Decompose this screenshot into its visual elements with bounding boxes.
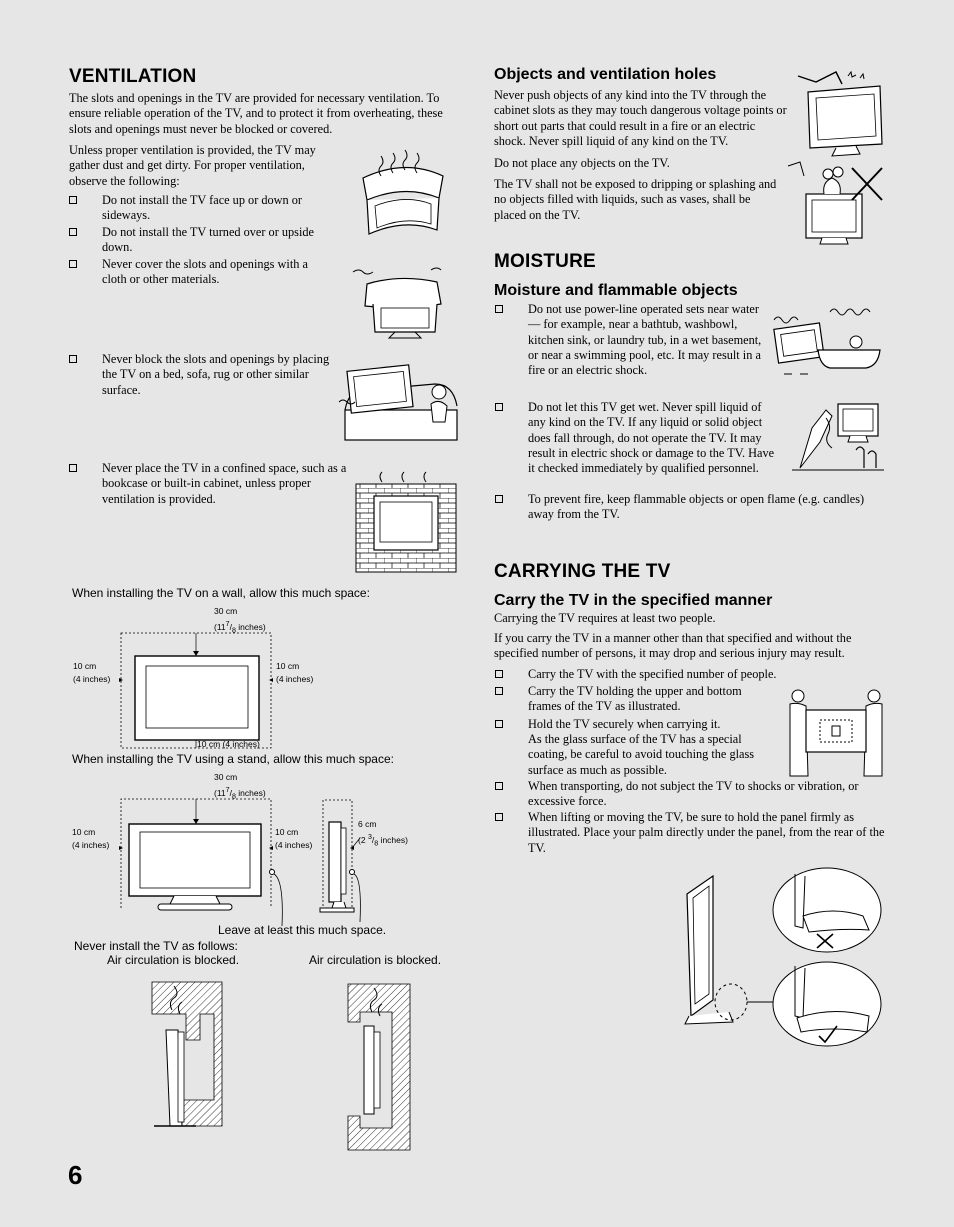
tv-objects-illustration [797,70,883,157]
stand-right-dimension: 10 cm (4 inches) [275,827,313,850]
carrying-heading: CARRYING THE TV [494,561,671,582]
checkbox-icon [69,196,77,204]
ventilation-intro-2: Unless proper ventilation is provided, t… [69,143,316,188]
checkbox-icon [495,782,503,790]
wall-left-dimension: 10 cm (4 inches) [73,661,111,684]
tv-covered-cloth-illustration [352,267,442,339]
stand-installation-caption: When installing the TV using a stand, al… [72,752,394,766]
checkbox-icon [495,403,503,411]
stand-left-dimension: 10 cm (4 inches) [72,827,110,850]
moisture-heading: MOISTURE [494,251,596,272]
air-blocked-right-caption: Air circulation is blocked. [309,953,442,967]
checkbox-icon [495,687,503,695]
tv-on-sofa-illustration [338,364,458,441]
tv-spill-illustration [792,403,884,471]
checkbox-icon [69,355,77,363]
panel-hold-illustration [684,867,882,1047]
checkbox-icon [69,228,77,236]
page-number: 6 [68,1160,83,1190]
objects-paragraph-3: The TV shall not be exposed to dripping … [494,177,777,222]
never-install-caption: Never install the TV as follows: [74,939,238,953]
wall-bottom-dimension: 10 cm (4 inches) [197,739,260,749]
carrying-paragraph-2: If you carry the TV in a manner other th… [494,631,852,661]
tv-in-cabinet-illustration [355,471,457,573]
checkbox-icon [495,813,503,821]
stand-side-diagram [319,799,361,923]
checkbox-icon [495,305,503,313]
checkbox-icon [495,495,503,503]
wall-installation-caption: When installing the TV on a wall, allow … [72,586,370,600]
blocked-installation-left-diagram [151,981,223,1127]
tv-face-up-illustration [362,149,444,235]
tv-vase-illustration [787,161,883,245]
checkbox-icon [495,670,503,678]
air-blocked-left-caption: Air circulation is blocked. [107,953,240,967]
checkbox-icon [69,464,77,472]
wall-right-dimension: 10 cm (4 inches) [276,661,314,684]
two-people-carrying-illustration [789,689,883,777]
ventilation-heading: VENTILATION [69,66,197,87]
objects-paragraph-1: Never push objects of any kind into the … [494,88,787,148]
stand-top-dimension: 30 cm (117/8 inches) [214,772,266,801]
tv-bathtub-illustration [773,308,881,375]
objects-heading: Objects and ventilation holes [494,66,717,83]
stand-spacing-diagram [119,798,283,927]
wall-top-dimension: 30 cm (117/8 inches) [214,606,266,635]
checkbox-icon [495,720,503,728]
carrying-hold-note: As the glass surface of the TV has a spe… [528,732,755,777]
moisture-subheading: Moisture and flammable objects [494,282,738,299]
objects-paragraph-2: Do not place any objects on the TV. [494,156,670,170]
carrying-paragraph-1: Carrying the TV requires at least two pe… [494,611,716,625]
blocked-installation-right-diagram [347,983,411,1151]
stand-rear-dimension: 6 cm (2 3/8 inches) [358,819,408,848]
ventilation-intro: The slots and openings in the TV are pro… [69,91,443,136]
carrying-subheading: Carry the TV in the specified manner [494,592,773,609]
leave-space-caption: Leave at least this much space. [218,923,387,937]
checkbox-icon [69,260,77,268]
wall-spacing-diagram [119,632,273,749]
